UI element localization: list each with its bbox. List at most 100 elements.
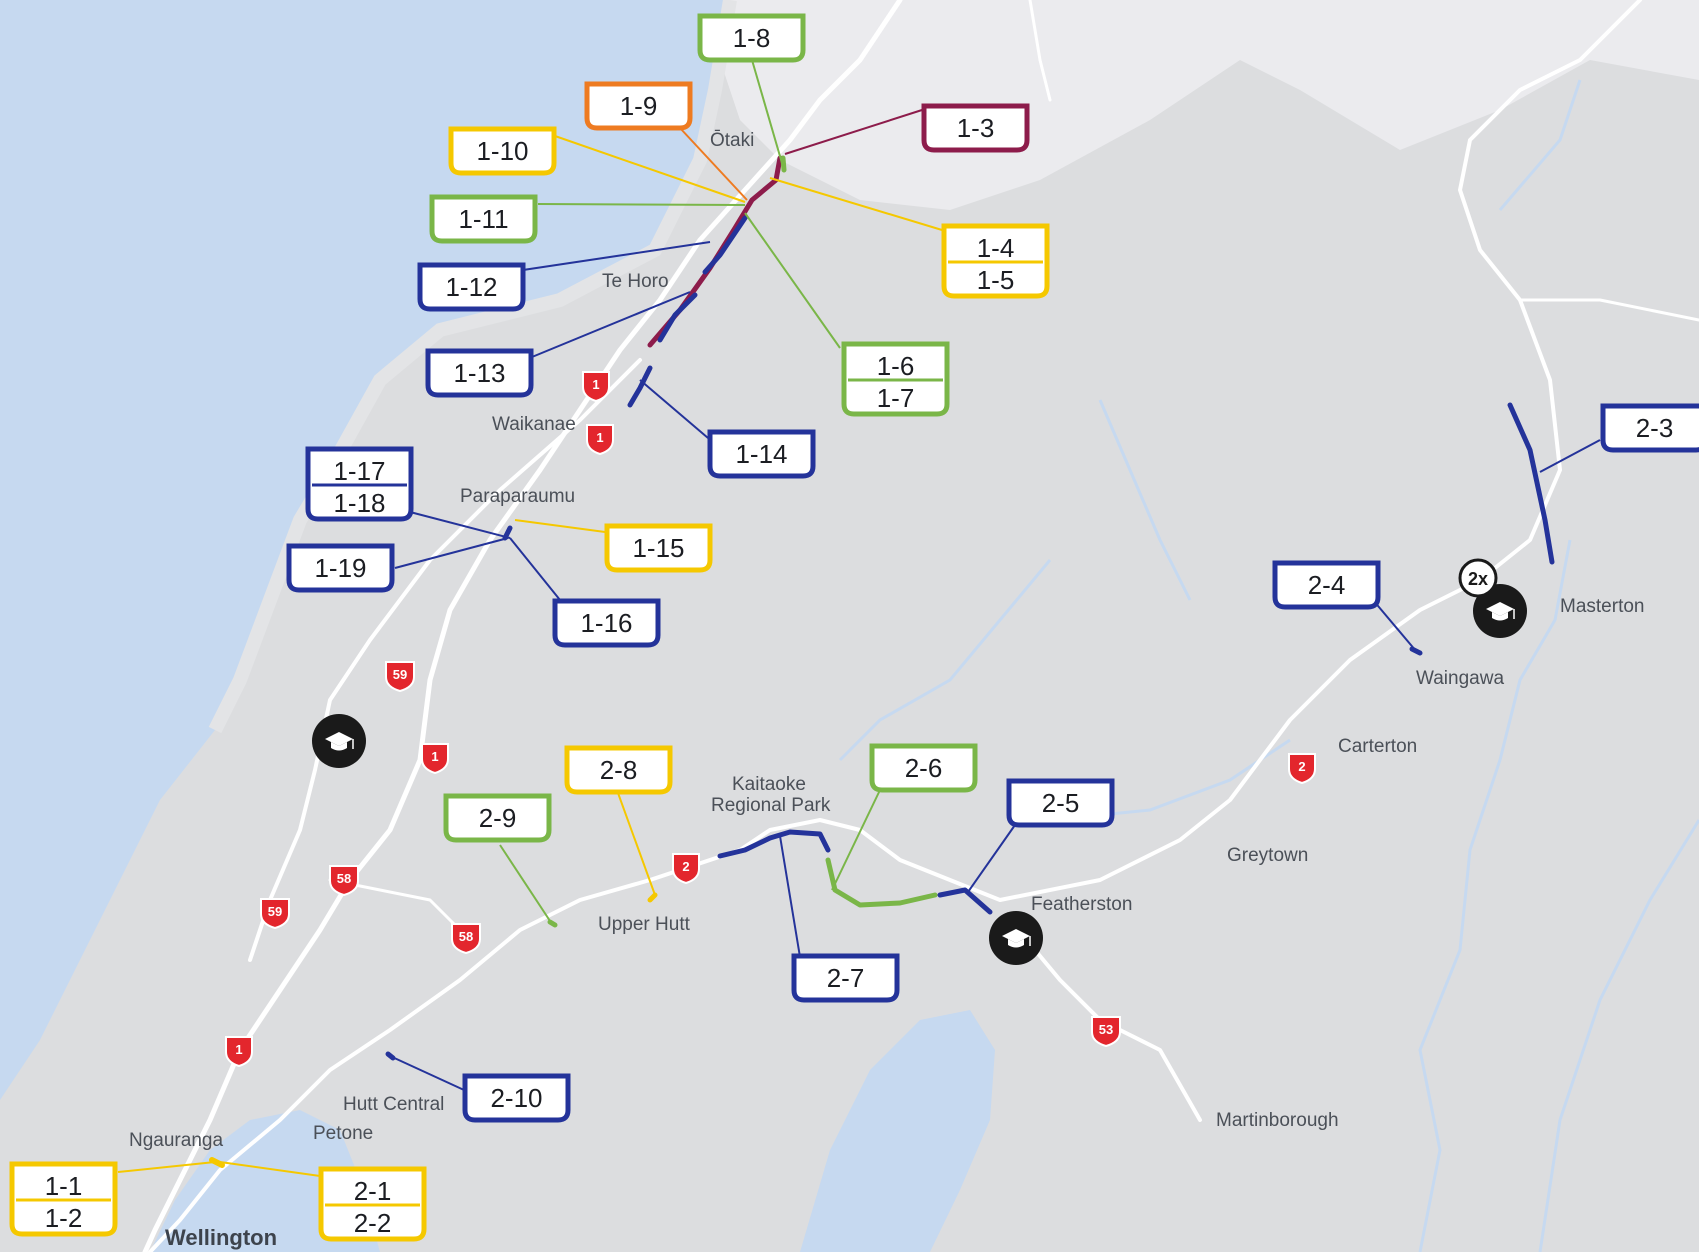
segment-blue-1-14 (627, 365, 653, 408)
label-otaki: Ōtaki (710, 130, 754, 151)
highway-shields: 1 1 59 1 58 59 58 1 (225, 371, 1316, 1068)
site-label-frame (448, 126, 557, 176)
site-label-text: 1-11 (458, 204, 508, 234)
site-label-frame (791, 953, 900, 1003)
shield-sh53: 53 (1091, 1016, 1121, 1048)
label-upper-hutt: Upper Hutt (598, 914, 691, 935)
site-label-1-14[interactable]: 1-14 (707, 429, 816, 479)
label-petone: Petone (313, 1123, 373, 1144)
site-label-frame (564, 745, 673, 795)
site-label-frame (425, 348, 534, 398)
site-label-text: 1-15 (632, 533, 684, 563)
shield-label: 58 (337, 871, 351, 886)
site-label-text: 2-6 (905, 753, 943, 783)
shield-sh59: 59 (260, 898, 290, 930)
site-label-2-8[interactable]: 2-8 (564, 745, 673, 795)
segment-blue-featherston (937, 887, 993, 915)
site-label-text: 2-2 (354, 1208, 392, 1238)
label-ngauranga: Ngauranga (129, 1130, 223, 1151)
segment-blue-1-12 (702, 215, 748, 275)
shield-label: 2 (1298, 759, 1305, 774)
site-boxes[interactable]: 1-81-91-31-101-111-51-41-121-131-71-61-1… (9, 13, 1699, 1242)
site-label-text: 2-9 (479, 803, 517, 833)
site-label-1-9[interactable]: 1-9 (584, 81, 693, 131)
site-label-text: 2-10 (490, 1083, 542, 1113)
site-label-1-8[interactable]: 1-8 (697, 13, 806, 63)
site-label-frame (921, 103, 1030, 153)
site-label-frame (697, 13, 806, 63)
site-label-frame (417, 262, 526, 312)
school-icon[interactable] (1473, 584, 1527, 638)
sea-west (0, 0, 730, 1100)
shield-label: 1 (431, 749, 438, 764)
label-te-horo: Te Horo (602, 271, 669, 292)
school-markers[interactable]: 2x (312, 558, 1527, 965)
shield-sh59: 59 (385, 661, 415, 693)
shield-label: 58 (459, 929, 473, 944)
site-label-1-11[interactable]: 1-11 (429, 194, 538, 244)
site-label-1-10[interactable]: 1-10 (448, 126, 557, 176)
site-label-1-17[interactable]: 1-181-17 (305, 446, 414, 522)
segment-blue-2-3 (1507, 402, 1555, 565)
site-label-2-7[interactable]: 2-7 (791, 953, 900, 1003)
site-label-frame (552, 598, 661, 648)
segment-green-rimutaka (825, 857, 938, 908)
site-label-1-4[interactable]: 1-51-4 (941, 223, 1050, 299)
site-label-1-12[interactable]: 1-12 (417, 262, 526, 312)
site-label-1-15[interactable]: 1-15 (604, 523, 713, 573)
school-icon[interactable] (312, 714, 366, 768)
site-label-2-9[interactable]: 2-9 (443, 793, 552, 843)
site-label-1-6[interactable]: 1-71-6 (841, 341, 950, 417)
site-label-2-6[interactable]: 2-6 (869, 743, 978, 793)
site-label-1-19[interactable]: 1-19 (286, 543, 395, 593)
shield-sh1: 1 (582, 371, 610, 403)
label-masterton: Masterton (1560, 596, 1644, 617)
shield-label: 59 (393, 667, 407, 682)
segment-blue-rimutaka (717, 829, 831, 859)
shield-label: 2 (682, 859, 689, 874)
site-label-text: 1-4 (977, 233, 1015, 263)
label-paraparaumu: Paraparaumu (460, 486, 575, 507)
school-count-badge: 2x (1458, 558, 1498, 598)
label-wellington: Wellington (165, 1225, 277, 1250)
site-label-text: 1-18 (333, 488, 385, 518)
site-label-2-3[interactable]: 2-3 (1600, 403, 1699, 453)
site-label-2-10[interactable]: 2-10 (462, 1073, 571, 1123)
site-label-2-5[interactable]: 2-5 (1006, 778, 1115, 828)
shield-sh58: 58 (451, 923, 481, 955)
site-label-1-3[interactable]: 1-3 (921, 103, 1030, 153)
site-label-frame (584, 81, 693, 131)
site-label-text: 1-16 (580, 608, 632, 638)
site-label-frame (429, 194, 538, 244)
site-label-text: 1-19 (314, 553, 366, 583)
coast-strip (208, 0, 737, 734)
segment-blue-1-13 (657, 292, 698, 343)
site-label-text: 2-1 (354, 1176, 392, 1206)
site-label-2-4[interactable]: 2-4 (1272, 560, 1381, 610)
shield-label: 59 (268, 904, 282, 919)
site-label-1-1[interactable]: 1-21-1 (9, 1161, 118, 1237)
shield-sh2: 2 (672, 853, 700, 885)
site-label-text: 1-17 (333, 456, 385, 486)
label-hutt-central: Hutt Central (343, 1094, 444, 1115)
site-label-frame (707, 429, 816, 479)
shield-sh58: 58 (329, 865, 359, 897)
site-label-text: 1-1 (45, 1171, 83, 1201)
label-waingawa: Waingawa (1416, 668, 1504, 689)
site-label-1-16[interactable]: 1-16 (552, 598, 661, 648)
site-label-frame (869, 743, 978, 793)
site-label-frame (443, 793, 552, 843)
shield-label: 1 (592, 377, 599, 392)
northern-land (700, 0, 1699, 210)
site-label-1-13[interactable]: 1-13 (425, 348, 534, 398)
site-label-text: 1-5 (977, 265, 1015, 295)
school-count-label: 2x (1468, 569, 1488, 589)
site-label-2-1[interactable]: 2-22-1 (318, 1166, 427, 1242)
site-label-text: 2-5 (1042, 788, 1080, 818)
label-waikanae: Waikanae (492, 414, 576, 435)
place-labels: Ōtaki Te Horo Waikanae Paraparaumu Maste… (129, 130, 1644, 1250)
shield-label: 53 (1099, 1022, 1113, 1037)
shield-label: 1 (235, 1042, 242, 1057)
school-icon[interactable] (989, 911, 1043, 965)
